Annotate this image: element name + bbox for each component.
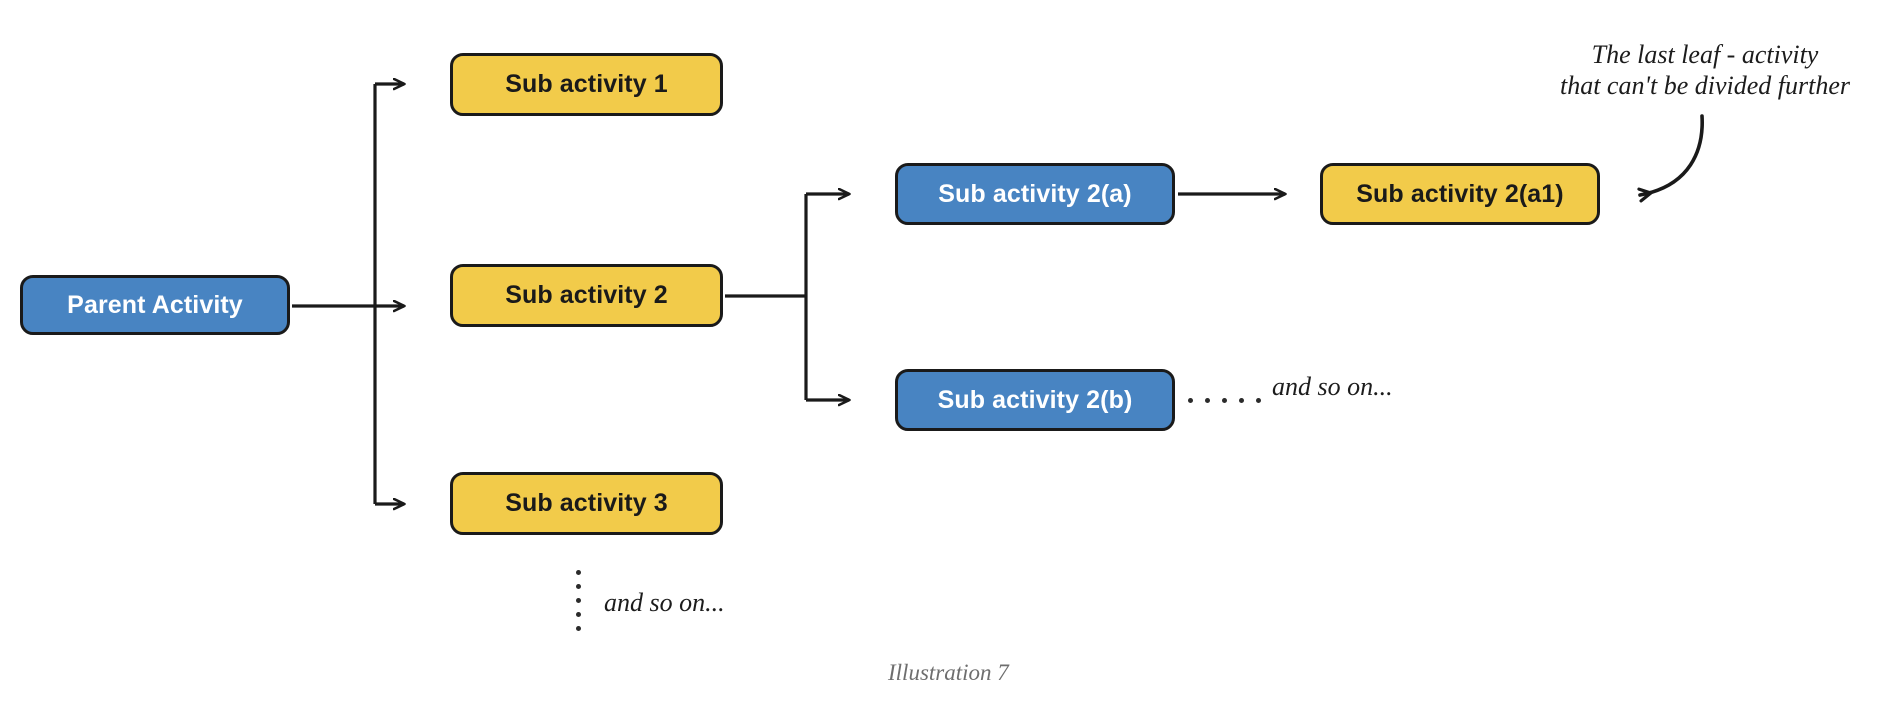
node-sub-activity-2[interactable]: Sub activity 2 — [450, 264, 723, 327]
horizontal-dots-icon — [1188, 398, 1261, 404]
leaf-annotation-line-2: that can't be divided further — [1559, 70, 1851, 100]
curved-arrow-icon — [1640, 114, 1704, 195]
node-label: Sub activity 2(a) — [938, 179, 1132, 208]
node-label: Sub activity 2(b) — [937, 385, 1133, 414]
node-label: Sub activity 2(a1) — [1356, 179, 1564, 208]
vertical-dots-icon — [576, 570, 582, 632]
node-label: Parent Activity — [67, 290, 243, 319]
node-label: Sub activity 1 — [505, 70, 668, 98]
and-so-on-bottom-label: and so on... — [604, 588, 725, 617]
leaf-annotation-line-1: The last leaf - activity — [1591, 40, 1819, 69]
node-label: Sub activity 3 — [505, 489, 668, 517]
node-sub-activity-2a1[interactable]: Sub activity 2(a1) — [1320, 163, 1600, 225]
figure-caption: Illustration 7 — [888, 660, 1009, 685]
and-so-on-right-group: and so on... — [1188, 372, 1393, 417]
and-so-on-right-label: and so on... — [1272, 372, 1393, 401]
node-sub-activity-1[interactable]: Sub activity 1 — [450, 53, 723, 116]
node-parent-activity[interactable]: Parent Activity — [20, 275, 290, 335]
node-sub-activity-2a[interactable]: Sub activity 2(a) — [895, 163, 1175, 225]
node-label: Sub activity 2 — [505, 281, 668, 309]
node-sub-activity-2b[interactable]: Sub activity 2(b) — [895, 369, 1175, 431]
node-sub-activity-3[interactable]: Sub activity 3 — [450, 472, 723, 535]
leaf-annotation-note: The last leaf - activity that can't be d… — [1540, 40, 1870, 101]
